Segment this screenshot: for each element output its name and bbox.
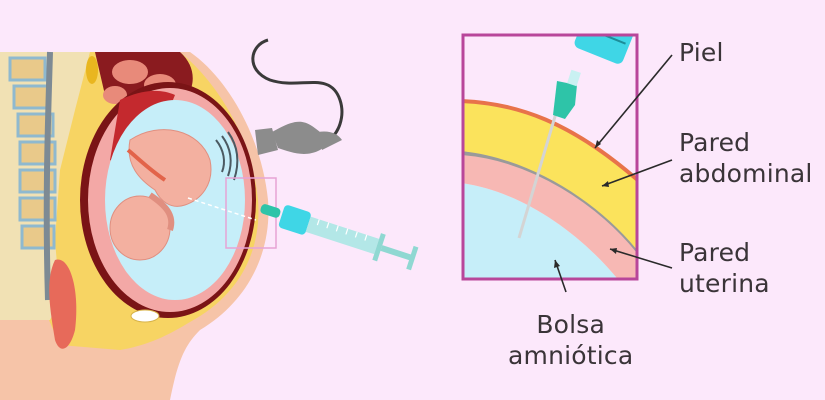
magnified-detail-panel bbox=[461, 33, 639, 281]
pregnancy-cross-section-illustration bbox=[0, 38, 419, 400]
needle-hub bbox=[553, 81, 577, 119]
label-bolsa-amniotica: Bolsa amniótica bbox=[508, 310, 634, 370]
label-pared-abdominal: Pared abdominal bbox=[679, 128, 813, 188]
fetus bbox=[109, 129, 212, 261]
uterine-wall-region bbox=[463, 153, 637, 279]
amniotic-sac-region bbox=[463, 183, 618, 279]
syringe-icon bbox=[260, 204, 419, 271]
ultrasound-waves-icon bbox=[215, 131, 239, 181]
abdominal-wall-region bbox=[463, 101, 637, 251]
label-piel: Piel bbox=[679, 38, 724, 67]
ultrasound-probe-icon bbox=[255, 121, 342, 155]
label-pared-uterina: Pared uterina bbox=[679, 238, 770, 298]
ultrasound-cable bbox=[251, 38, 344, 144]
